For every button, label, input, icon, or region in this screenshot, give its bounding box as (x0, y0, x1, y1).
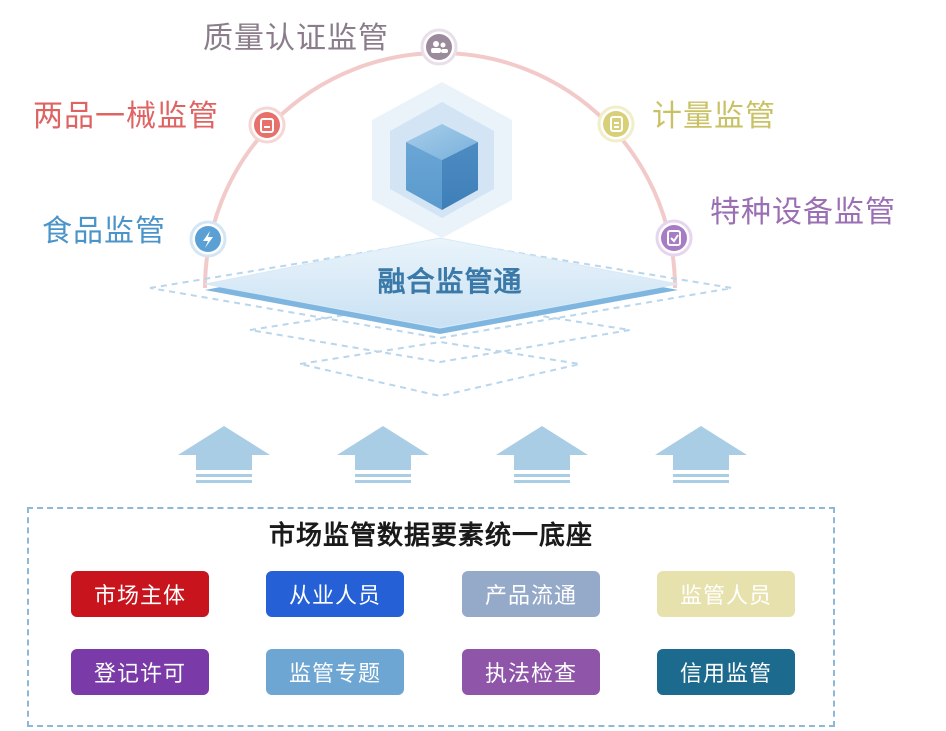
label-metrology: 计量监管 (652, 99, 776, 134)
arrow-2 (337, 426, 429, 483)
checklist-icon (667, 230, 681, 246)
lightning-icon (203, 231, 213, 248)
upward-arrows (178, 426, 747, 483)
arrow-1 (178, 426, 270, 483)
arrow-4 (655, 426, 747, 483)
tile-regulatory-topics: 监管专题 (266, 649, 404, 695)
label-quality-certification: 质量认证监管 (203, 21, 389, 56)
hub-cube-icon (372, 82, 512, 238)
label-two-products-one-device: 两品一械监管 (33, 99, 219, 134)
tile-registration-license: 登记许可 (71, 649, 209, 695)
arrow-3 (496, 426, 588, 483)
tile-practitioners: 从业人员 (266, 571, 404, 617)
hub-title: 融合监管通 (377, 265, 523, 298)
users-icon (431, 41, 448, 53)
tile-law-enforcement: 执法检查 (462, 649, 600, 695)
data-foundation-title: 市场监管数据要素统一底座 (268, 521, 593, 551)
hub-platform (204, 237, 679, 334)
clipboard-icon (260, 118, 274, 133)
document-icon (610, 116, 623, 132)
tile-regulatory-staff: 监管人员 (657, 571, 795, 617)
tile-market-entity: 市场主体 (71, 571, 209, 617)
hub-layers (149, 238, 733, 398)
tile-credit-regulation: 信用监管 (657, 649, 795, 695)
label-special-equipment: 特种设备监管 (710, 195, 896, 230)
data-foundation-box (27, 507, 835, 727)
tile-product-circulation: 产品流通 (462, 571, 600, 617)
label-food: 食品监管 (42, 214, 166, 249)
